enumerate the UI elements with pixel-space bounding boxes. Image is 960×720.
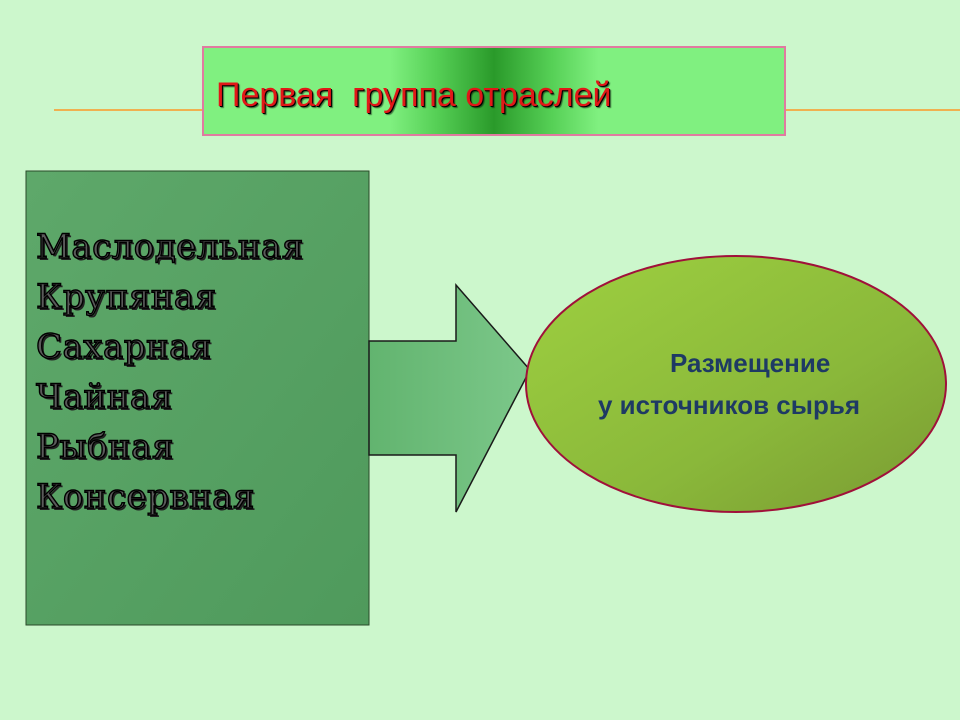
industry-item: Чайная bbox=[35, 376, 173, 417]
placement-ellipse bbox=[525, 255, 947, 513]
decorative-rule-right bbox=[786, 109, 960, 111]
industry-item: Сахарная bbox=[35, 326, 212, 367]
industry-item: Маслодельная bbox=[35, 226, 304, 267]
right-arrow bbox=[368, 282, 531, 513]
placement-line2: у источников сырья bbox=[598, 390, 860, 420]
title-text: Первая группа отраслей bbox=[216, 76, 612, 114]
industry-item: Крупяная bbox=[35, 276, 217, 317]
decorative-rule-left bbox=[54, 109, 204, 111]
placement-line1: Размещение bbox=[670, 348, 831, 378]
title-box: Первая группа отраслей bbox=[202, 46, 786, 136]
industries-list: Маслодельная Крупяная Сахарная Чайная Ры… bbox=[35, 222, 356, 522]
industry-item: Консервная bbox=[35, 476, 255, 517]
placement-text: Размещение у источников сырья bbox=[560, 342, 960, 426]
industries-box bbox=[25, 170, 370, 626]
industry-item: Рыбная bbox=[35, 426, 174, 467]
